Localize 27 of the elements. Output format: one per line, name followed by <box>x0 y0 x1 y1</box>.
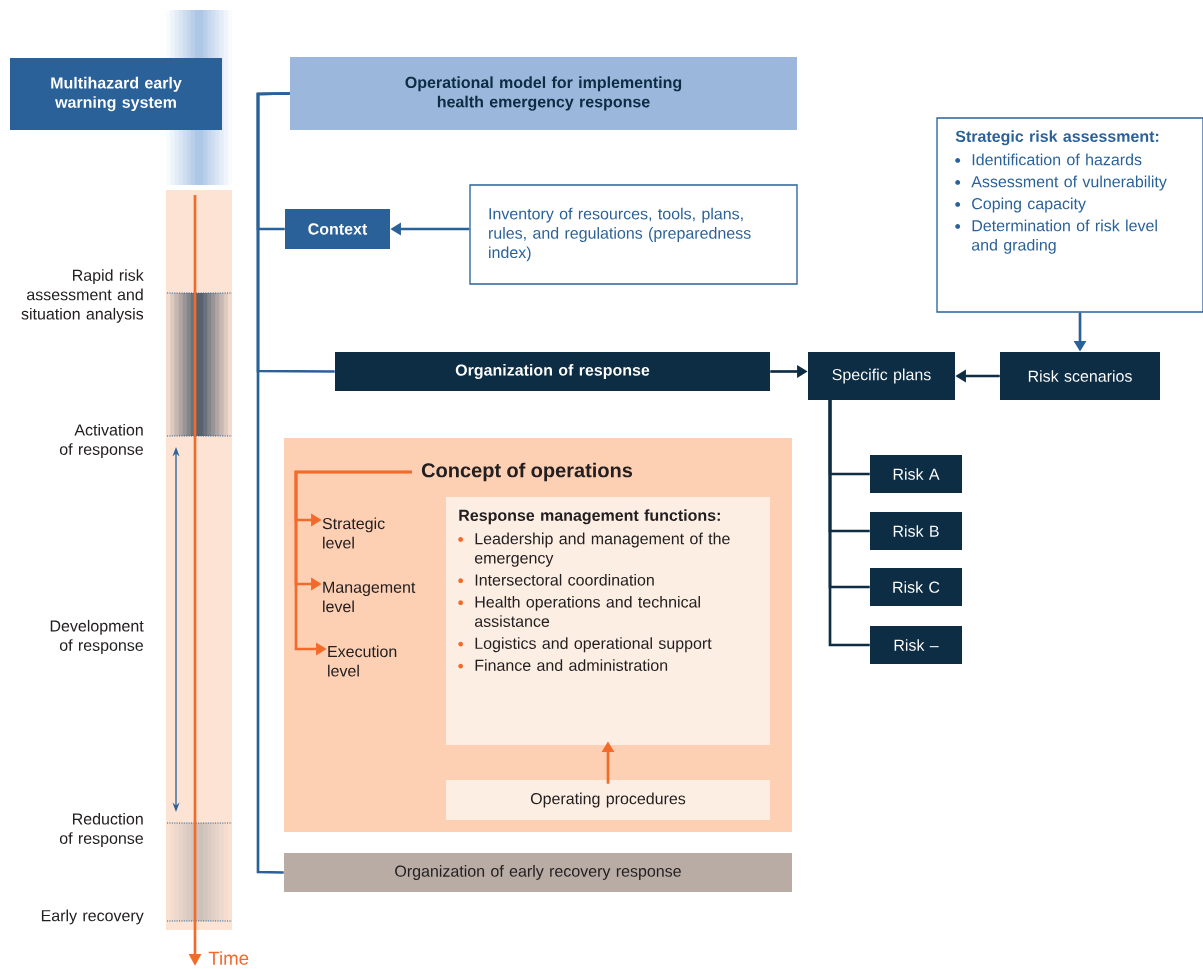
assessment-box: Strategic risk assessment: Identification of hazards Assessment of vulnerability Coping capacity Determination of risk level and grading <box>936 117 1203 313</box>
axis-label: Time <box>208 951 249 965</box>
system-box: Multihazard early warning system <box>10 58 222 130</box>
panel-heading: Concept of operations <box>421 462 633 482</box>
inventory-box: Inventory of resources, tools, plans, rules, and regulations (preparedness index) <box>469 184 798 285</box>
stage-label: Rapid risk assessment and situation analysis <box>21 269 144 323</box>
stage-label: Development of response <box>50 619 144 655</box>
model-box: Operational model for implementing health emergency response <box>290 57 797 130</box>
level-label: Management level <box>323 581 416 613</box>
connector <box>256 92 290 874</box>
recovery-box: Organization of early recovery response <box>284 853 792 892</box>
procedures-box: Operating procedures <box>446 780 770 820</box>
response-box: Organization of response <box>335 352 770 391</box>
level-label: Execution level <box>328 645 397 677</box>
risk-box: Risk C <box>870 568 962 606</box>
context-box: Context <box>285 209 390 249</box>
risk-box: Risk – <box>870 626 962 664</box>
stage-label: Early recovery <box>41 909 144 925</box>
risk-box: Risk A <box>870 455 962 493</box>
connector <box>828 400 870 647</box>
functions-box: Response management functions: Leadership and management of the emergency Intersectoral coordination Health operations and technical assistance Logistics and operational support Finance and administration <box>446 497 770 745</box>
stage-label: Activation of response <box>59 423 143 459</box>
plans-box: Specific plans <box>808 352 955 400</box>
scenarios-box: Risk scenarios <box>1000 352 1160 400</box>
level-label: Strategic level <box>322 517 385 549</box>
stage-label: Reduction of response <box>59 812 143 848</box>
risk-box: Risk B <box>870 512 962 550</box>
